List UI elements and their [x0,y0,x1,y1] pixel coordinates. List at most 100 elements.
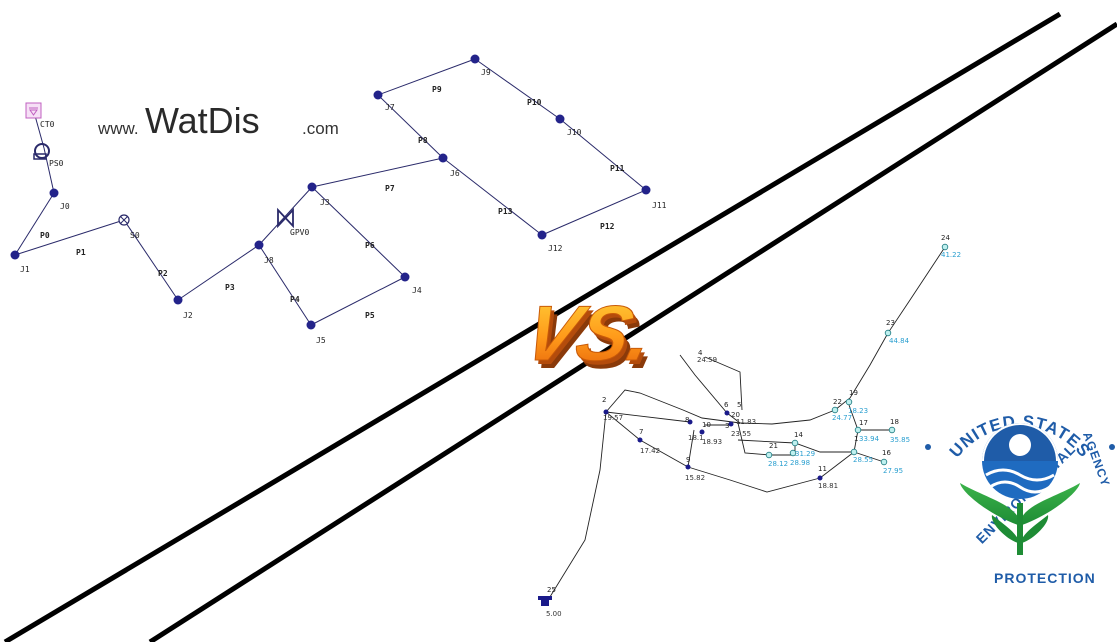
label-P7: P7 [385,184,395,193]
svg-text:14: 14 [794,431,803,439]
svg-text:22: 22 [833,398,842,406]
label-P6: P6 [365,241,375,250]
label-P10: P10 [527,98,542,107]
svg-text:5: 5 [737,401,741,409]
node-J7 [373,90,383,100]
label-P8: P8 [418,136,428,145]
label-CT0: CT0 [40,120,55,129]
epanet-junction-nodes [603,409,823,481]
node-J6 [438,153,448,163]
svg-text:28.98: 28.98 [790,459,810,467]
node-J8 [254,240,264,250]
junction-nodes [10,54,651,330]
node-J3 [307,182,317,192]
node-J2 [173,295,183,305]
svg-text:19: 19 [849,389,858,397]
svg-text:6: 6 [724,401,729,409]
svg-text:VS.: VS. [519,293,667,381]
svg-text:35.85: 35.85 [890,436,910,444]
svg-text:VS.: VS. [522,297,670,385]
svg-text:11: 11 [818,465,827,473]
node-labels: CT0 PS0 J0 J1 S0 J2 J8 GPV0 J3 J4 J5 J6 … [20,68,667,345]
svg-text:19.57: 19.57 [603,414,623,422]
epanet-cyan-nodes [765,243,949,466]
label-J6: J6 [450,169,460,178]
svg-text:21: 21 [769,442,778,450]
svg-text:18.93: 18.93 [702,438,722,446]
node-J4 [400,272,410,282]
svg-text:24.59: 24.59 [697,356,717,364]
svg-text:7: 7 [639,428,643,436]
svg-text:33.94: 33.94 [859,435,880,443]
label-GPV0: GPV0 [290,228,309,237]
svg-text:4: 4 [698,349,703,357]
epanet-node-numbers: 24 23 22 19 18 17 16 14 1 11 21 20 10 3 … [547,234,950,594]
epa-leaf-right [1022,483,1080,525]
node-J10 [555,114,565,124]
watdis-logo: www. WatDis .com [97,100,339,141]
seal-bottom-text: PROTECTION [994,570,1096,586]
pump-icon [33,143,50,160]
svg-text:17.42: 17.42 [640,447,660,455]
svg-text:15.82: 15.82 [685,474,705,482]
label-J2: J2 [183,311,193,320]
brand-name: WatDis [145,100,260,141]
epanet-node-values: 41.22 44.84 18.23 24.77 33.94 35.85 27.9… [546,251,961,618]
reservoir-icon [538,596,552,606]
node-J1 [10,250,20,260]
node-J0 [49,188,59,198]
pipe-labels: P0 P1 P2 P3 P4 P5 P6 P7 P8 P9 P10 P11 P1… [40,85,625,320]
svg-text:24: 24 [941,234,950,242]
label-PS0: PS0 [49,159,64,168]
label-P13: P13 [498,207,513,216]
label-P12: P12 [600,222,615,231]
svg-text:27.95: 27.95 [883,467,903,475]
svg-text:18.81: 18.81 [818,482,838,490]
svg-text:28.55: 28.55 [853,456,873,464]
label-J1: J1 [20,265,30,274]
vs-graphic: VS. VS. VS. [515,289,670,385]
label-P0: P0 [40,231,50,240]
node-J9 [470,54,480,64]
sensor-icon [118,214,130,226]
label-P2: P2 [158,269,168,278]
label-J4: J4 [412,286,422,295]
svg-text:11.83: 11.83 [736,418,756,426]
epa-seal: UNITED STATES ENVIRONMENTAL PROTECTION A… [922,397,1117,593]
brand-www: www. [97,119,139,138]
divider-line-lower [148,21,1117,642]
label-P3: P3 [225,283,235,292]
svg-text:3: 3 [725,422,729,430]
svg-text:41.22: 41.22 [941,251,961,259]
svg-text:18.23: 18.23 [848,407,868,415]
label-J12: J12 [548,244,563,253]
svg-text:25: 25 [547,586,556,594]
svg-text:5.00: 5.00 [546,610,562,618]
epa-leaf-left [960,483,1018,525]
svg-text:10: 10 [702,421,711,429]
label-J8: J8 [264,256,274,265]
tank-icon [25,102,42,119]
divider-line-upper [3,11,1062,642]
label-J10: J10 [567,128,582,137]
label-P5: P5 [365,311,375,320]
label-P11: P11 [610,164,625,173]
svg-text:28.12: 28.12 [768,460,788,468]
label-P1: P1 [76,248,86,257]
svg-text:2: 2 [602,396,606,404]
valve-icon [277,207,294,229]
label-J11: J11 [652,201,667,210]
label-J9: J9 [481,68,491,77]
label-J7: J7 [385,103,395,112]
label-J5: J5 [316,336,326,345]
node-J5 [306,320,316,330]
svg-text:9: 9 [686,456,690,464]
svg-text:18.1: 18.1 [688,434,704,442]
label-P4: P4 [290,295,300,304]
svg-text:16: 16 [882,449,891,457]
svg-text:8: 8 [685,416,689,424]
svg-text:17: 17 [859,419,868,427]
svg-text:23.55: 23.55 [731,430,751,438]
